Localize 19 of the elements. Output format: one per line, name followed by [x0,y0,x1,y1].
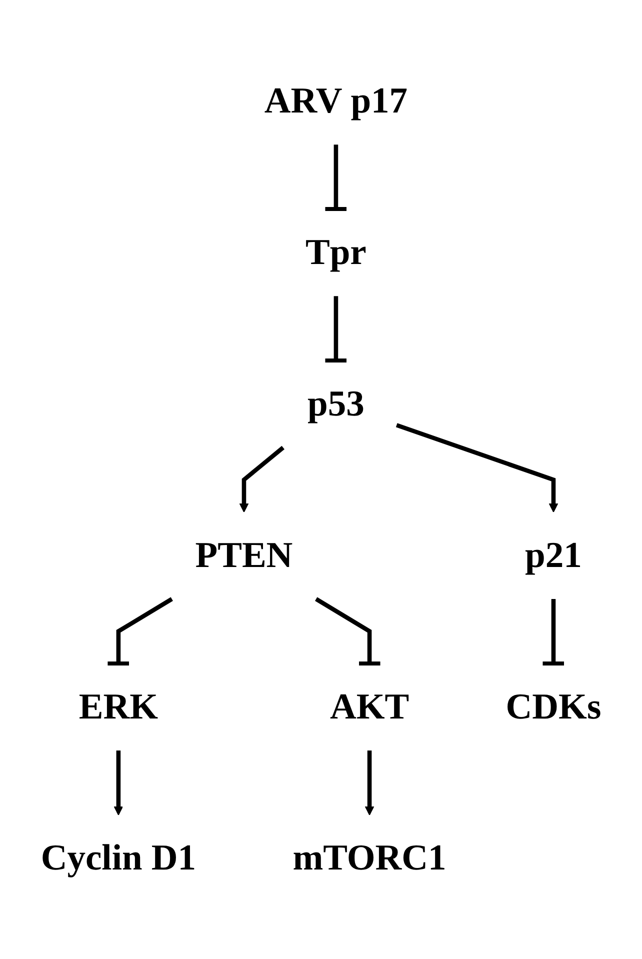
arrow [364,750,374,816]
node-text: CDKs [506,686,602,727]
connector [108,596,173,666]
node-text: Tpr [306,232,366,272]
node-text: ARV p17 [264,80,408,121]
node-text: mTORC1 [292,838,446,878]
node-text: PTEN [195,535,293,576]
arrow [396,422,558,512]
arrow [239,446,284,512]
node-text: Cyclin D1 [40,838,196,878]
node-text: ERK [78,686,158,727]
connector [315,596,380,666]
connector [325,144,347,211]
node-text: AKT [330,686,410,727]
node-text: p53 [308,384,364,424]
connector [325,296,347,362]
connector [542,598,564,666]
arrow [114,750,124,816]
node-text: p21 [525,535,582,576]
